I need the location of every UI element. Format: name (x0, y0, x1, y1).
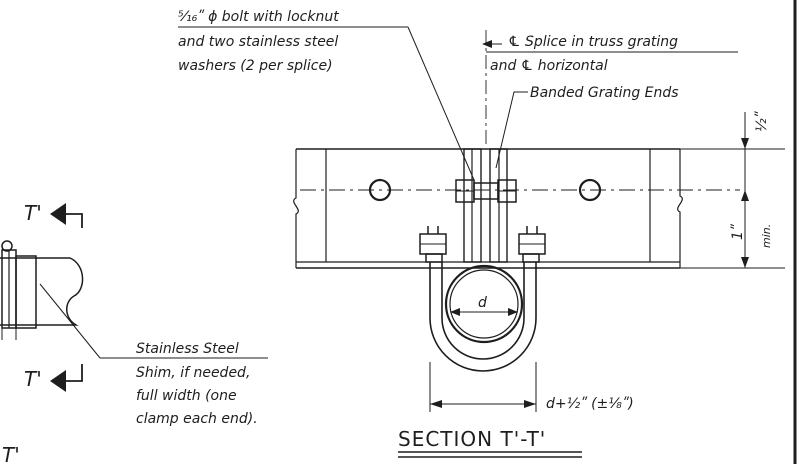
section-mark-bottom-label: T' (24, 367, 42, 391)
bolt-note-line2: and two stainless steel (178, 34, 338, 50)
bolt-note-line1: ⁵⁄₁₆ʺ ϕ bolt with locknut (178, 9, 339, 25)
vertical-dimensions: ½ʺ 1ʺ min. (680, 110, 785, 269)
shim-note-line3: full width (one (136, 388, 237, 404)
bolt-note: ⁵⁄₁₆ʺ ϕ bolt with locknut and two stainl… (178, 9, 475, 181)
break-line-right (677, 149, 683, 268)
section-mark-top-label: T' (24, 201, 42, 225)
shim-note-line4: clamp each end). (136, 411, 258, 427)
splice-note-line1: ℄ Splice in truss grating (508, 34, 678, 50)
shim-note: Stainless Steel Shim, if needed, full wi… (136, 341, 258, 427)
dim-half-inch: ½ʺ (754, 110, 770, 132)
bolt-leader (407, 26, 475, 181)
shim-note-line1: Stainless Steel (136, 341, 239, 357)
section-arrow-bottom (50, 370, 66, 392)
splice-note-line2: and ℄ horizontal (490, 58, 608, 74)
left-clamp-detail (0, 240, 268, 359)
splice-bolt (455, 179, 517, 203)
bar-hole-left (368, 178, 392, 202)
section-arrow-top (50, 203, 66, 225)
bar-hole-right (578, 178, 602, 202)
pipe-diameter-label: d (478, 295, 487, 311)
pipe-section (444, 264, 524, 344)
u-bolt-outer (429, 262, 537, 372)
section-mark-top: T' (24, 201, 83, 228)
u-bolt-clamp: d (419, 226, 546, 372)
clamp-shim (15, 255, 37, 329)
section-mark-bottom: T' (24, 364, 83, 392)
bolt-note-line3: washers (2 per splice) (178, 58, 333, 74)
u-bolt-width-dimension: d+½ʺ (±⅛ʺ) (429, 362, 634, 412)
dim-min: min. (760, 224, 773, 248)
banded-note-text: Banded Grating Ends (530, 85, 679, 101)
u-bolt-width-label: d+½ʺ (±⅛ʺ) (546, 396, 634, 412)
u-bolt-inner (441, 262, 525, 360)
section-title-text: SECTION T'-T' (398, 427, 546, 451)
shim-note-line2: Shim, if needed, (136, 365, 250, 381)
dim-one-inch: 1ʺ (730, 223, 746, 240)
splice-note: ℄ Splice in truss grating and ℄ horizont… (482, 34, 738, 74)
shim-leader (39, 283, 101, 359)
truss-grating (293, 148, 740, 269)
bolt-shank (473, 182, 499, 200)
break-line-left (293, 149, 299, 268)
banded-note: Banded Grating Ends (495, 85, 679, 169)
section-mark-corner: T' (2, 443, 20, 464)
pipe-stub (0, 257, 84, 326)
section-title: SECTION T'-T' (398, 427, 582, 458)
banded-grating-ends (463, 148, 508, 263)
clamp-bolt-head (1, 240, 13, 252)
banded-leader (495, 91, 528, 169)
